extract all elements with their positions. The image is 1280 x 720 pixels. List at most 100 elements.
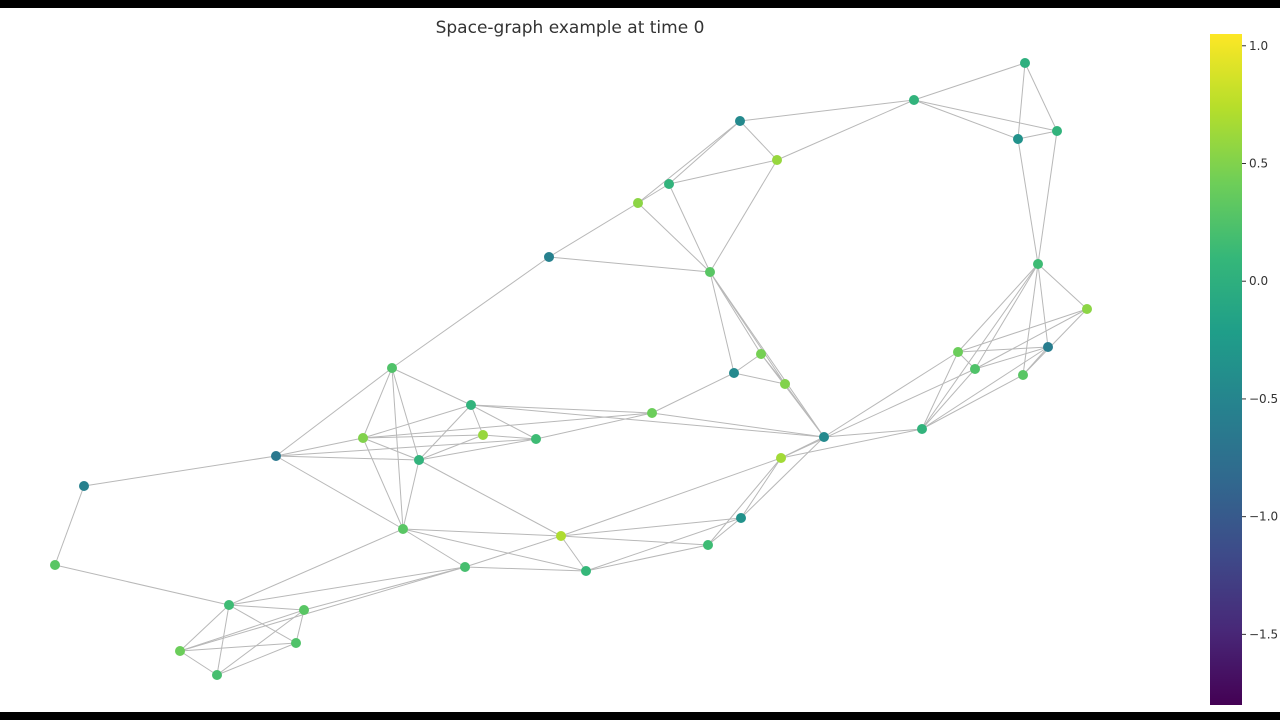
graph-edge — [780, 436, 825, 459]
graph-edge — [957, 308, 1088, 353]
graph-node — [466, 400, 476, 410]
graph-node — [756, 349, 766, 359]
graph-edge — [402, 459, 420, 530]
graph-edge — [418, 459, 562, 537]
graph-edge — [402, 528, 562, 537]
graph-edge — [362, 437, 420, 461]
graph-node — [647, 408, 657, 418]
graph-node — [819, 432, 829, 442]
colorbar-tick-label: −1.0 — [1249, 510, 1278, 524]
plot-title: Space-graph example at time 0 — [435, 18, 705, 38]
graph-edge — [470, 404, 484, 436]
graph-edge — [780, 428, 923, 459]
colorbar-tick-label: 0.5 — [1249, 156, 1268, 170]
graph-edge — [776, 99, 915, 161]
space-graph: 1.00.50.0−0.5−1.0−1.5 — [50, 34, 1278, 705]
graph-edge — [179, 642, 297, 652]
graph-edge — [709, 271, 762, 355]
graph-edge — [402, 528, 587, 572]
graph-edge — [216, 604, 230, 676]
colorbar-tick-label: 1.0 — [1249, 39, 1268, 53]
graph-edge — [957, 346, 1049, 353]
graph-edge — [560, 457, 782, 537]
graph-edge — [1037, 263, 1088, 310]
graph-node — [414, 455, 424, 465]
graph-node — [735, 116, 745, 126]
graph-edge — [418, 434, 484, 461]
graph-node — [909, 95, 919, 105]
graph-edge — [560, 535, 709, 546]
graph-node — [1082, 304, 1092, 314]
graph-node — [736, 513, 746, 523]
graph-node — [581, 566, 591, 576]
graph-edge — [974, 346, 1049, 370]
graph-edge — [275, 455, 404, 530]
graph-edge — [418, 404, 472, 461]
graph-edge — [739, 99, 915, 122]
graph-edge — [402, 528, 466, 568]
graph-node — [633, 198, 643, 208]
graph-edge — [391, 367, 472, 406]
graph-edge — [707, 517, 742, 546]
graph-edge — [823, 428, 923, 438]
graph-edge — [784, 383, 825, 438]
graph-node — [531, 434, 541, 444]
graph-node — [1018, 370, 1028, 380]
graph-edge — [637, 120, 741, 204]
graph-edge — [921, 368, 976, 430]
graph-edge — [957, 263, 1039, 353]
graph-edge — [974, 263, 1039, 370]
graph-edge — [709, 271, 735, 374]
graph-edge — [470, 404, 653, 414]
graph-node — [478, 430, 488, 440]
graph-edge — [303, 566, 466, 611]
graph-edge — [179, 604, 230, 652]
graph-edge — [216, 642, 297, 676]
graph-edge — [913, 62, 1026, 101]
graph-edge — [913, 99, 1019, 140]
graph-node — [460, 562, 470, 572]
graph-edge — [464, 535, 562, 568]
graph-edge — [780, 368, 976, 459]
graph-edge — [740, 457, 782, 519]
graph-edge — [921, 263, 1039, 430]
graph-edge — [668, 159, 778, 185]
graph-edge — [974, 308, 1088, 370]
graph-edge — [362, 434, 484, 439]
graph-edge — [1022, 263, 1039, 376]
graph-edge — [1022, 346, 1049, 376]
graph-edge — [740, 436, 825, 519]
graph-node — [780, 379, 790, 389]
graph-edge — [228, 566, 466, 606]
graph-node — [1020, 58, 1030, 68]
graph-node — [970, 364, 980, 374]
graph-node — [1052, 126, 1062, 136]
graph-edge — [637, 183, 670, 204]
graph-edge — [54, 564, 230, 606]
graph-node — [50, 560, 60, 570]
graph-edge — [362, 437, 404, 530]
graph-node — [664, 179, 674, 189]
graph-node — [544, 252, 554, 262]
colorbar-tick-label: −0.5 — [1249, 392, 1278, 406]
graph-edge — [560, 535, 587, 572]
graph-nodes — [50, 58, 1092, 680]
graph-edge — [216, 609, 305, 676]
graph-edge — [1017, 62, 1026, 140]
graph-edge — [275, 438, 537, 457]
graph-edge — [733, 353, 762, 374]
graph-edge — [418, 438, 537, 461]
graph-edge — [470, 404, 537, 440]
graph-edge — [228, 528, 404, 606]
graph-node — [271, 451, 281, 461]
graph-node — [79, 481, 89, 491]
graph-edge — [709, 159, 778, 273]
graph-edge — [921, 351, 959, 430]
graph-edge — [739, 120, 778, 161]
graph-node — [729, 368, 739, 378]
graph-edge — [362, 404, 472, 439]
colorbar: 1.00.50.0−0.5−1.0−1.5 — [1210, 34, 1278, 705]
graph-node — [917, 424, 927, 434]
graph-edge — [1024, 62, 1058, 132]
